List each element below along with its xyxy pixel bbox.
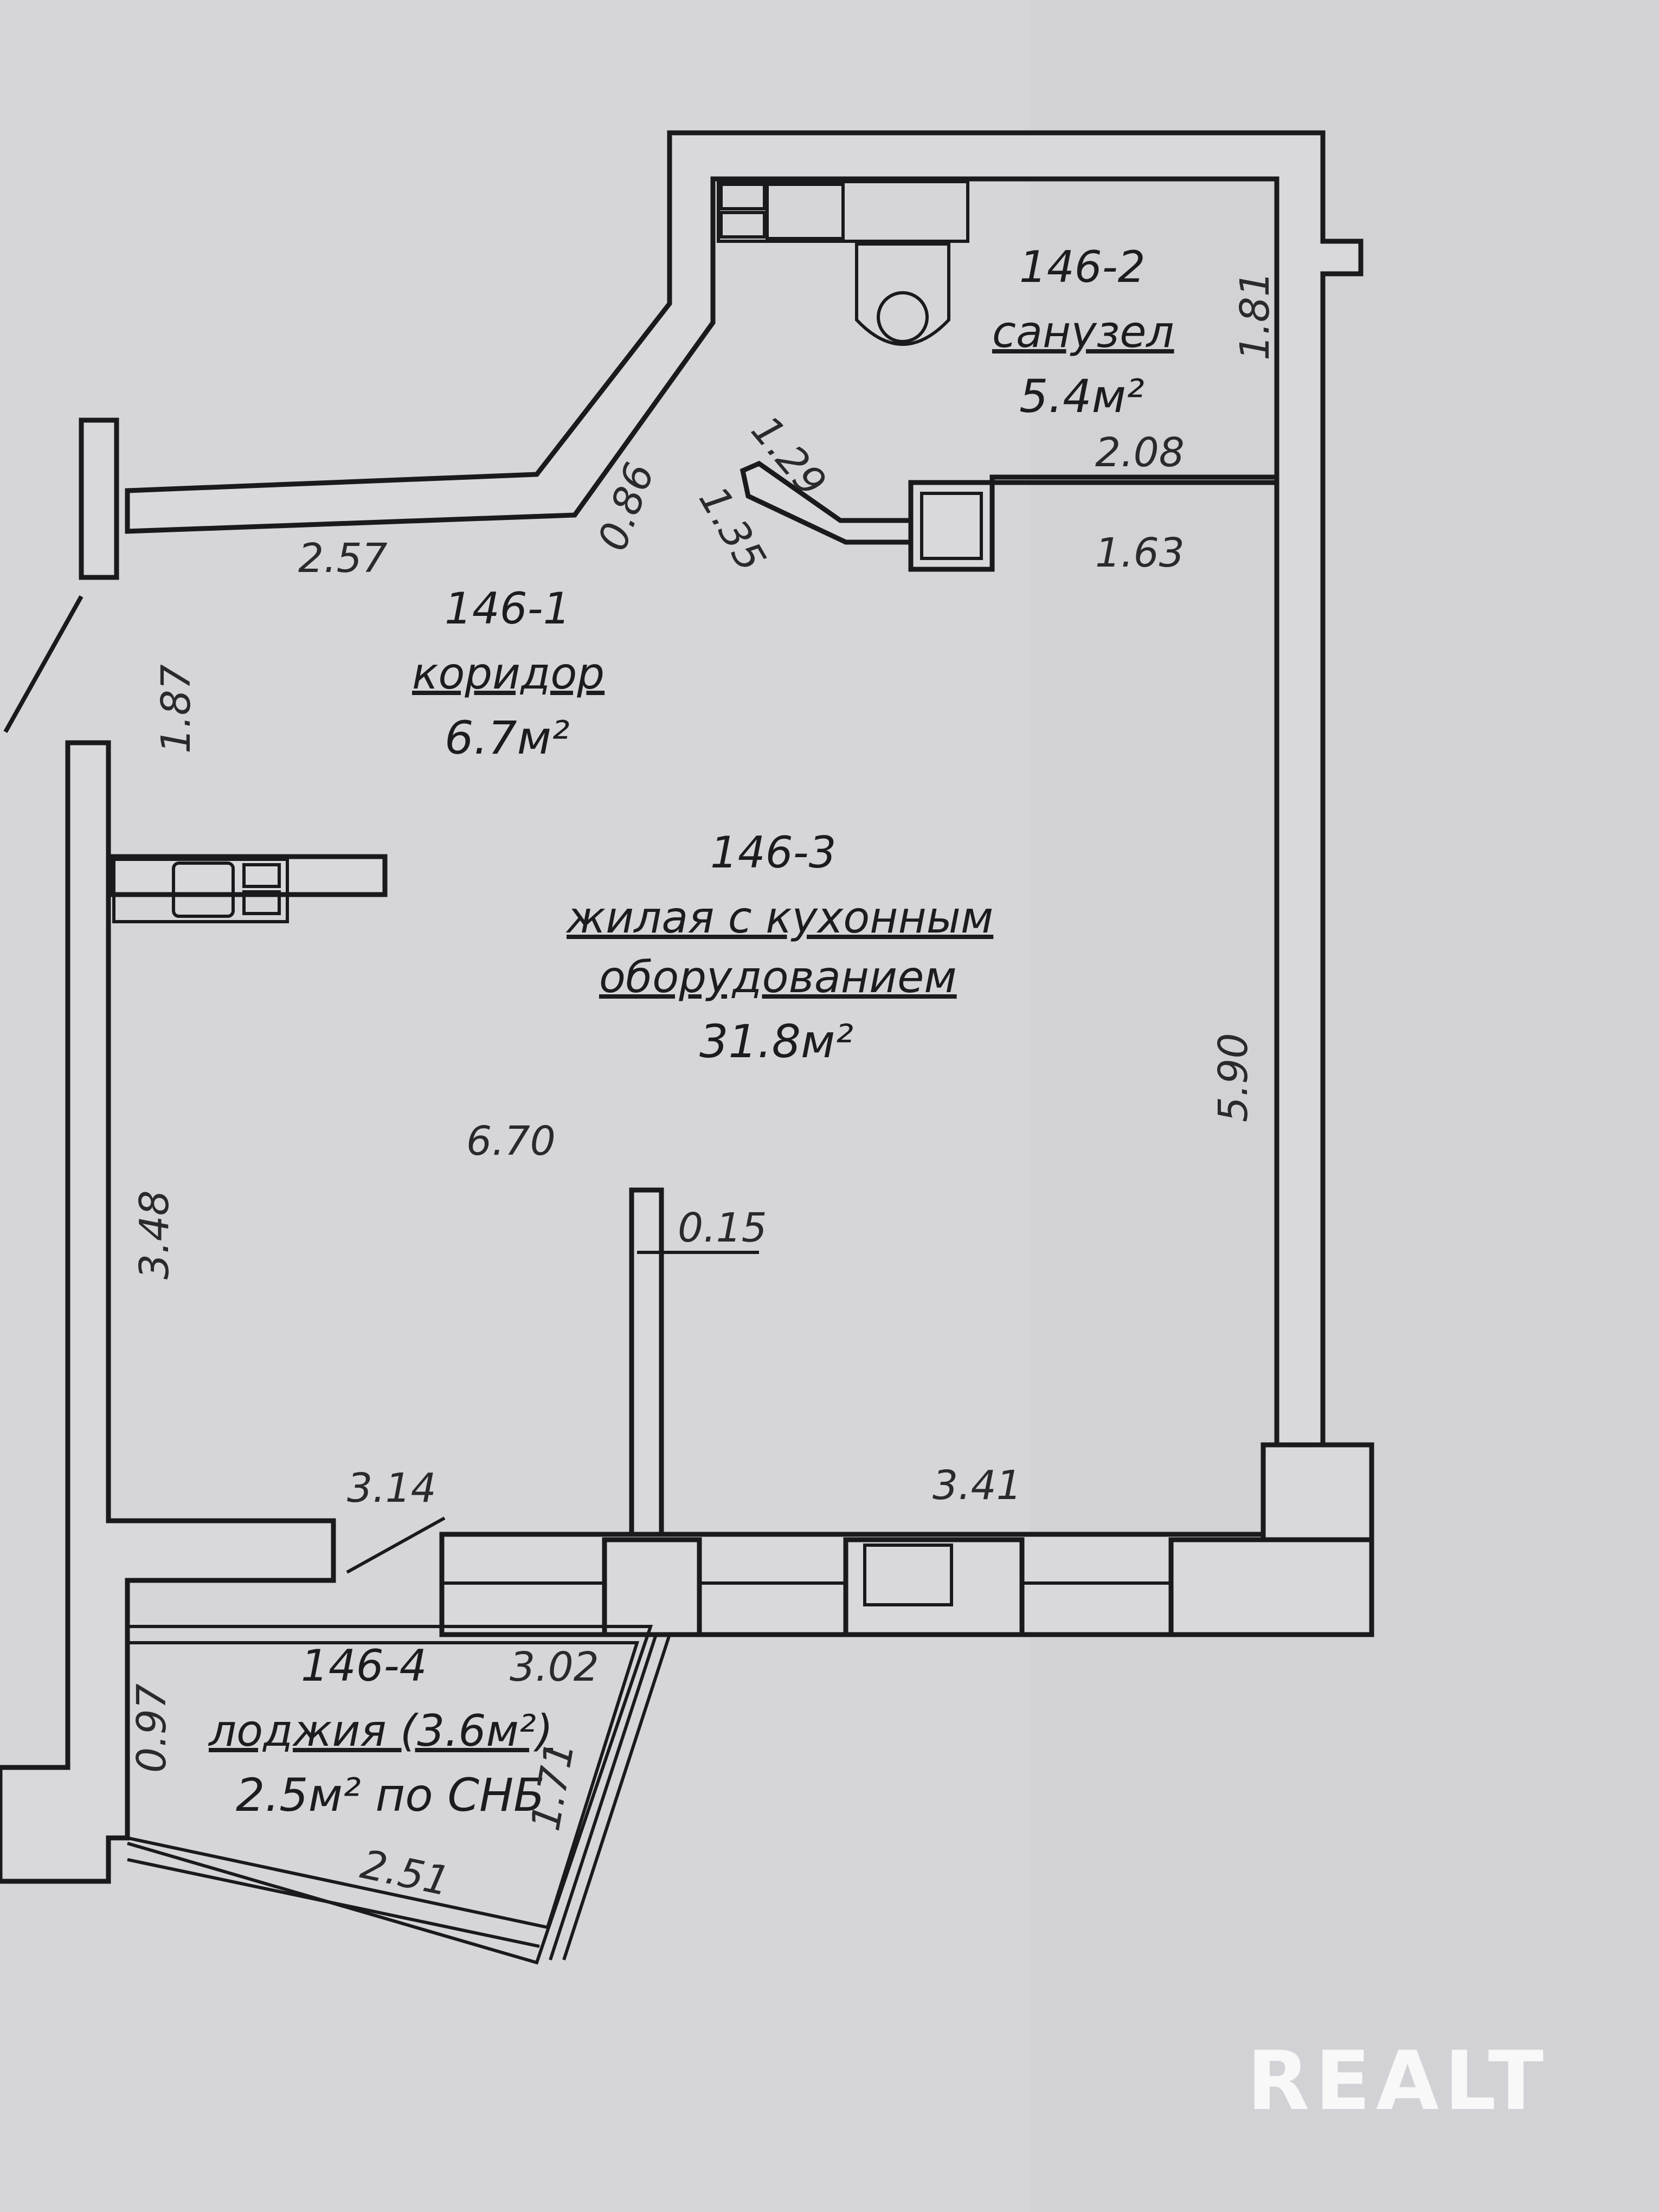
dim-3-41: 3.41: [933, 1462, 1022, 1509]
room-label-bathroom: 146-2 санузел 5.4м²: [992, 242, 1174, 423]
bathroom-id: 146-2: [1019, 242, 1145, 292]
living-id: 146-3: [710, 827, 836, 878]
corridor-area: 6.7м²: [445, 711, 570, 764]
living-area: 31.8м²: [699, 1015, 853, 1068]
window-wall: [439, 1442, 1374, 1637]
corridor-name: коридор: [412, 648, 605, 699]
dim-2-08: 2.08: [1095, 429, 1185, 476]
realt-watermark: REALT: [1247, 2034, 1549, 2129]
corridor-id: 146-1: [445, 583, 570, 634]
dim-0-15: 0.15: [678, 1205, 767, 1251]
dim-3-14: 3.14: [347, 1465, 436, 1512]
living-name-line1: жилая с кухонным: [565, 892, 993, 943]
room-label-loggia: 146-4 лоджия (3.6м²) 2.5м² по СНБ: [208, 1641, 553, 1822]
dim-2-57: 2.57: [298, 535, 388, 582]
room-label-corridor: 146-1 коридор 6.7м²: [412, 583, 605, 764]
dimension-labels: 2.57 0.86 1.29 1.35 2.08 1.81 1.63 1.87 …: [128, 271, 1278, 1905]
dim-5-90: 5.90: [1210, 1033, 1257, 1122]
room-label-living: 146-3 жилая с кухонным оборудованием 31.…: [565, 827, 993, 1068]
dim-6-70: 6.70: [466, 1118, 556, 1165]
dim-3-48: 3.48: [131, 1190, 178, 1279]
loggia-name: лоджия (3.6м²): [208, 1706, 553, 1756]
dim-1-87: 1.87: [153, 664, 200, 754]
dim-0-97: 0.97: [128, 1683, 175, 1773]
bathroom-walls: [125, 130, 1364, 1448]
bathroom-fixtures: [717, 180, 969, 346]
living-name-line2: оборудованием: [599, 952, 957, 1002]
bathroom-area: 5.4м²: [1019, 370, 1144, 423]
kitchen-counter: [108, 854, 388, 923]
vent-shaft: [908, 480, 995, 572]
dim-1-63: 1.63: [1095, 530, 1185, 576]
loggia-area: 2.5м² по СНБ: [236, 1769, 545, 1822]
loggia-id: 146-4: [301, 1641, 427, 1691]
bathroom-name: санузел: [992, 307, 1174, 357]
dim-1-81: 1.81: [1232, 271, 1278, 361]
dim-3-02: 3.02: [510, 1644, 599, 1690]
loggia-walls: [127, 1516, 671, 1965]
corridor-left-wall: [3, 417, 119, 733]
